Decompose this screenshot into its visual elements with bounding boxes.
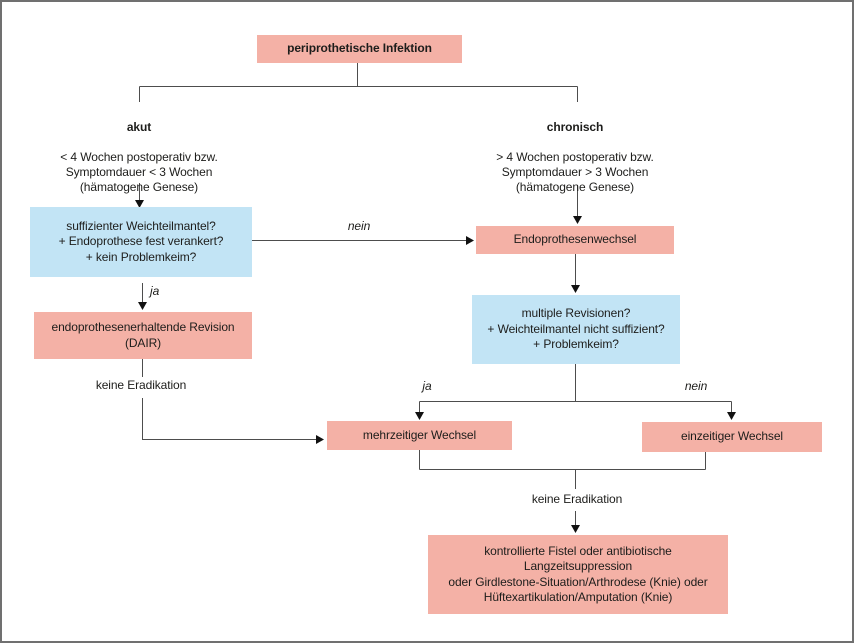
- node-salvage-options: kontrollierte Fistel oder antibiotische …: [428, 535, 728, 614]
- node-endoprosthesis-exchange: Endoprothesenwechsel: [476, 226, 674, 254]
- branch-acute-title: akut: [126, 120, 152, 134]
- branch-chronic-title: chronisch: [546, 120, 604, 134]
- arrowhead-icons: [135, 200, 736, 533]
- edge-label-no-eradication-bottom: keine Eradikation: [531, 492, 623, 506]
- branch-chronic: chronisch > 4 Wochen postoperativ bzw. S…: [460, 105, 690, 210]
- node-decision-chronic: multiple Revisionen? + Weichteilmantel n…: [472, 295, 680, 364]
- node-single-stage-exchange: einzeitiger Wechsel: [642, 422, 822, 452]
- branch-acute: akut < 4 Wochen postoperativ bzw. Sympto…: [24, 105, 254, 210]
- node-dair-revision: endoprothesenerhaltende Revision (DAIR): [34, 312, 252, 359]
- node-periprosthetic-infection: periprothetische Infektion: [257, 35, 462, 63]
- node-multi-stage-exchange: mehrzeitiger Wechsel: [327, 421, 512, 450]
- node-decision-acute: suffizienter Weichteilmantel? + Endoprot…: [30, 207, 252, 277]
- edge-label-nein-acute: nein: [347, 219, 371, 233]
- branch-acute-detail: < 4 Wochen postoperativ bzw. Symptomdaue…: [60, 150, 218, 194]
- edge-label-nein-chronic: nein: [684, 379, 708, 393]
- branch-chronic-detail: > 4 Wochen postoperativ bzw. Symptomdaue…: [496, 150, 654, 194]
- edge-label-no-eradication-left: keine Eradikation: [95, 378, 187, 392]
- edge-label-ja-chronic: ja: [422, 379, 432, 393]
- edge-label-ja-acute: ja: [150, 284, 160, 298]
